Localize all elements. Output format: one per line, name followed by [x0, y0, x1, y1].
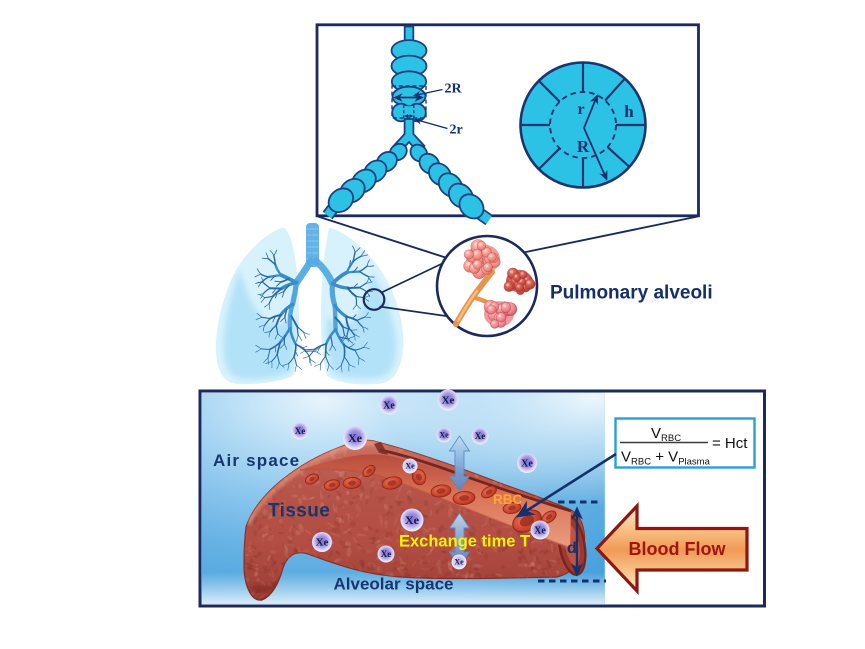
svg-text:Xe: Xe — [381, 549, 392, 559]
svg-text:2R: 2R — [445, 82, 463, 97]
svg-text:Exchange time T: Exchange time T — [399, 533, 530, 551]
svg-text:Xe: Xe — [454, 558, 464, 567]
svg-text:Xe: Xe — [534, 525, 546, 536]
svg-text:Air space: Air space — [213, 451, 300, 470]
svg-text:Tissue: Tissue — [268, 501, 330, 522]
svg-text:R: R — [577, 137, 590, 156]
svg-text:Xe: Xe — [439, 431, 449, 440]
svg-text:Xe: Xe — [405, 462, 415, 471]
svg-text:Xe: Xe — [316, 537, 329, 549]
svg-text:d: d — [567, 540, 577, 557]
svg-text:Xe: Xe — [405, 513, 420, 527]
svg-text:RBC: RBC — [493, 492, 522, 507]
svg-text:= Hct: = Hct — [712, 435, 748, 452]
svg-text:h: h — [624, 102, 634, 121]
svg-text:Xe: Xe — [295, 426, 306, 436]
svg-text:Xe: Xe — [442, 395, 455, 407]
svg-text:Alveolar space: Alveolar space — [334, 575, 454, 594]
svg-text:Xe: Xe — [521, 458, 533, 469]
svg-text:2r: 2r — [450, 123, 463, 138]
svg-text:r: r — [577, 101, 584, 118]
svg-text:Xe: Xe — [475, 431, 486, 441]
svg-text:Pulmonary alveoli: Pulmonary alveoli — [550, 283, 713, 304]
svg-text:Blood Flow: Blood Flow — [629, 539, 727, 559]
svg-text:Xe: Xe — [348, 431, 363, 445]
svg-text:Xe: Xe — [383, 400, 395, 411]
